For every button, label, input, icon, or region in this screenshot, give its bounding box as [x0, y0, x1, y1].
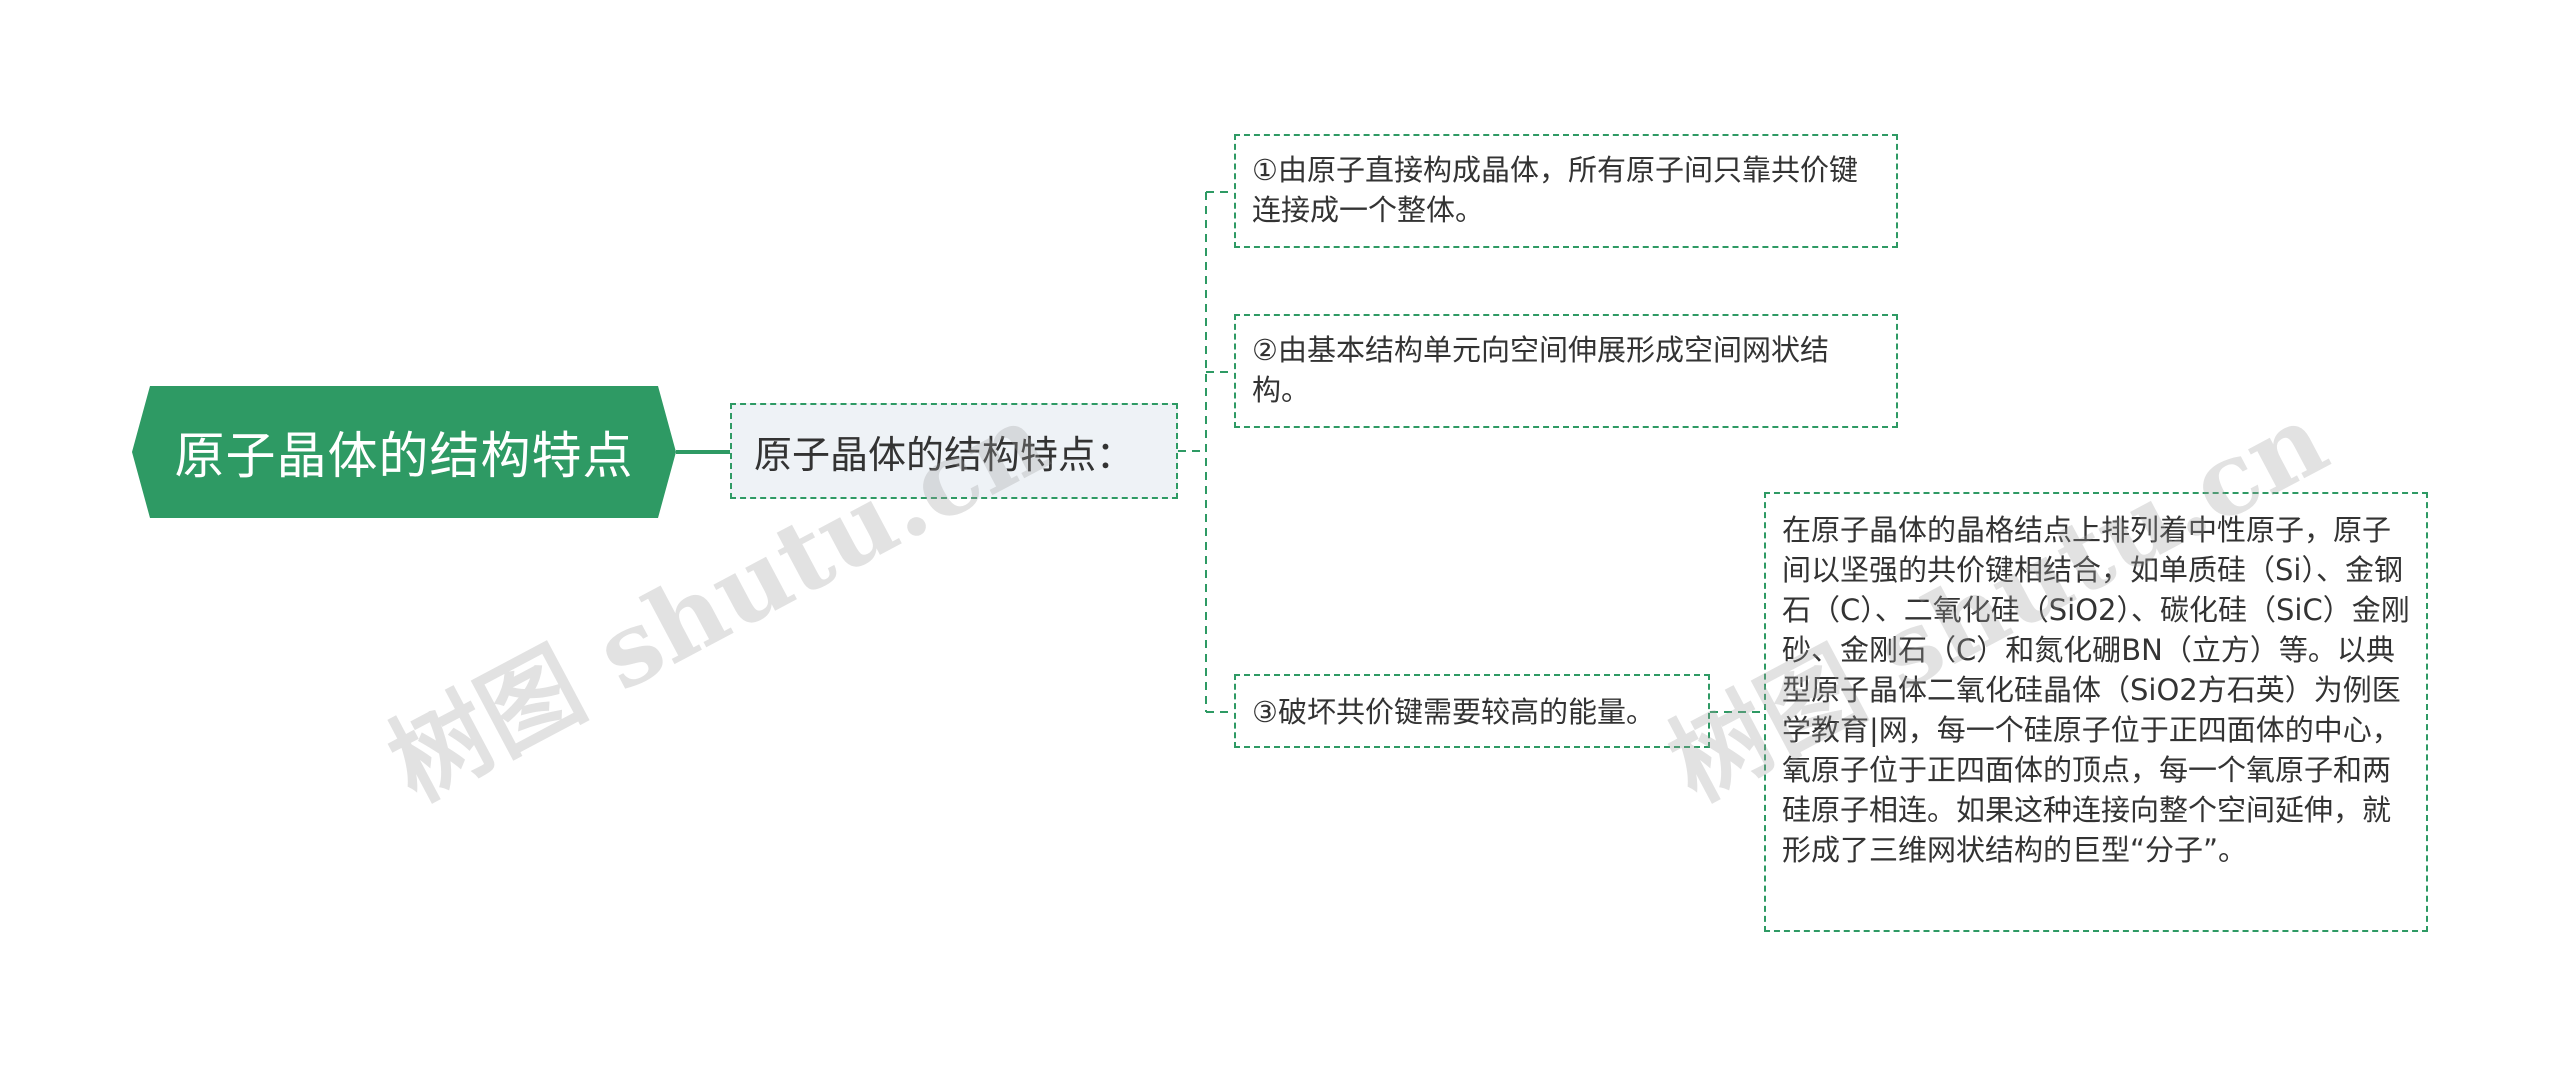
root-topic-label: 原子晶体的结构特点: [174, 427, 634, 485]
branch-to-items-connector: [1178, 191, 1234, 713]
item-node-2[interactable]: ②由基本结构单元向空间伸展形成空间网状结构。: [1234, 314, 1898, 428]
item-node-2-label: ②由基本结构单元向空间伸展形成空间网状结构。: [1252, 333, 1829, 407]
detail-node-label: 在原子晶体的晶格结点上排列着中性原子，原子间以坚强的共价键相结合，如单质硅（Si…: [1782, 513, 2410, 867]
item-node-1-label: ①由原子直接构成晶体，所有原子间只靠共价键连接成一个整体。: [1252, 153, 1858, 227]
detail-node[interactable]: 在原子晶体的晶格结点上排列着中性原子，原子间以坚强的共价键相结合，如单质硅（Si…: [1764, 492, 2428, 932]
branch-topic-label: 原子晶体的结构特点：: [754, 432, 1135, 477]
item-node-3[interactable]: ③破坏共价键需要较高的能量。: [1234, 674, 1710, 748]
item-node-1[interactable]: ①由原子直接构成晶体，所有原子间只靠共价键连接成一个整体。: [1234, 134, 1898, 248]
item-node-3-label: ③破坏共价键需要较高的能量。: [1252, 695, 1655, 729]
root-topic[interactable]: 原子晶体的结构特点: [132, 386, 676, 518]
branch-topic[interactable]: 原子晶体的结构特点：: [730, 403, 1178, 499]
